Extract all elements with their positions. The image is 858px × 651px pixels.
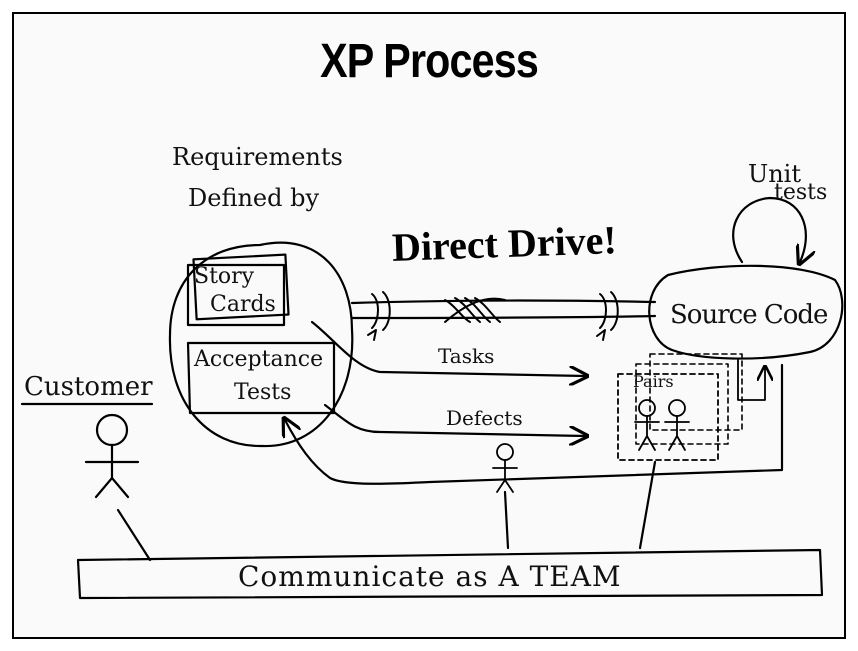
rotation-swirl-right [596,291,619,341]
developer-figure [492,443,518,493]
unit-tests-label-line1: Unit [748,160,802,188]
pairs-box-front [617,373,719,461]
acceptance-tests-label-line1: Acceptance [194,347,324,372]
source-code-blob [648,264,844,360]
rope-knot [444,297,506,323]
pairs-label: Pairs [633,372,674,391]
story-card-back [192,253,290,321]
communicate-as-team-label: Communicate as A TEAM [238,560,622,593]
code-pairs-loop [737,359,765,401]
tasks-arrow [310,320,585,376]
customer-figure [84,413,140,499]
requirements-label-line2: Defined by [188,184,320,212]
acceptance-tests-label-line2: Tests [234,380,292,405]
drive-rope-top [350,299,657,305]
defects-arrow [323,403,585,436]
pairs-to-team-line [638,460,657,550]
pair-person-left [634,399,660,451]
slide-frame [12,12,846,639]
requirements-circle [168,241,354,448]
story-card-front [186,263,286,327]
tasks-label: Tasks [438,344,495,368]
unit-tests-loop [732,196,806,262]
direct-drive-label: Direct Drive! [391,217,618,270]
requirements-label-line1: Requirements [172,143,343,171]
pair-person-right [664,399,690,451]
customer-label: Customer [24,372,153,402]
drive-rope-bottom [350,314,657,320]
slide-title: XP Process [320,35,539,88]
story-cards-label-line2: Cards [210,292,276,317]
team-bar [76,548,824,600]
rotation-swirl-left [367,291,391,341]
pairs-box-back [649,353,743,431]
customer-to-team-line [116,508,152,562]
defects-label: Defects [446,406,523,430]
unit-tests-label-line2: tests [774,180,828,205]
developer-to-team-line [503,490,510,550]
source-code-label: Source Code [670,300,828,330]
feedback-loop-arrow [285,363,784,485]
story-cards-label-line1: Story [194,264,255,289]
